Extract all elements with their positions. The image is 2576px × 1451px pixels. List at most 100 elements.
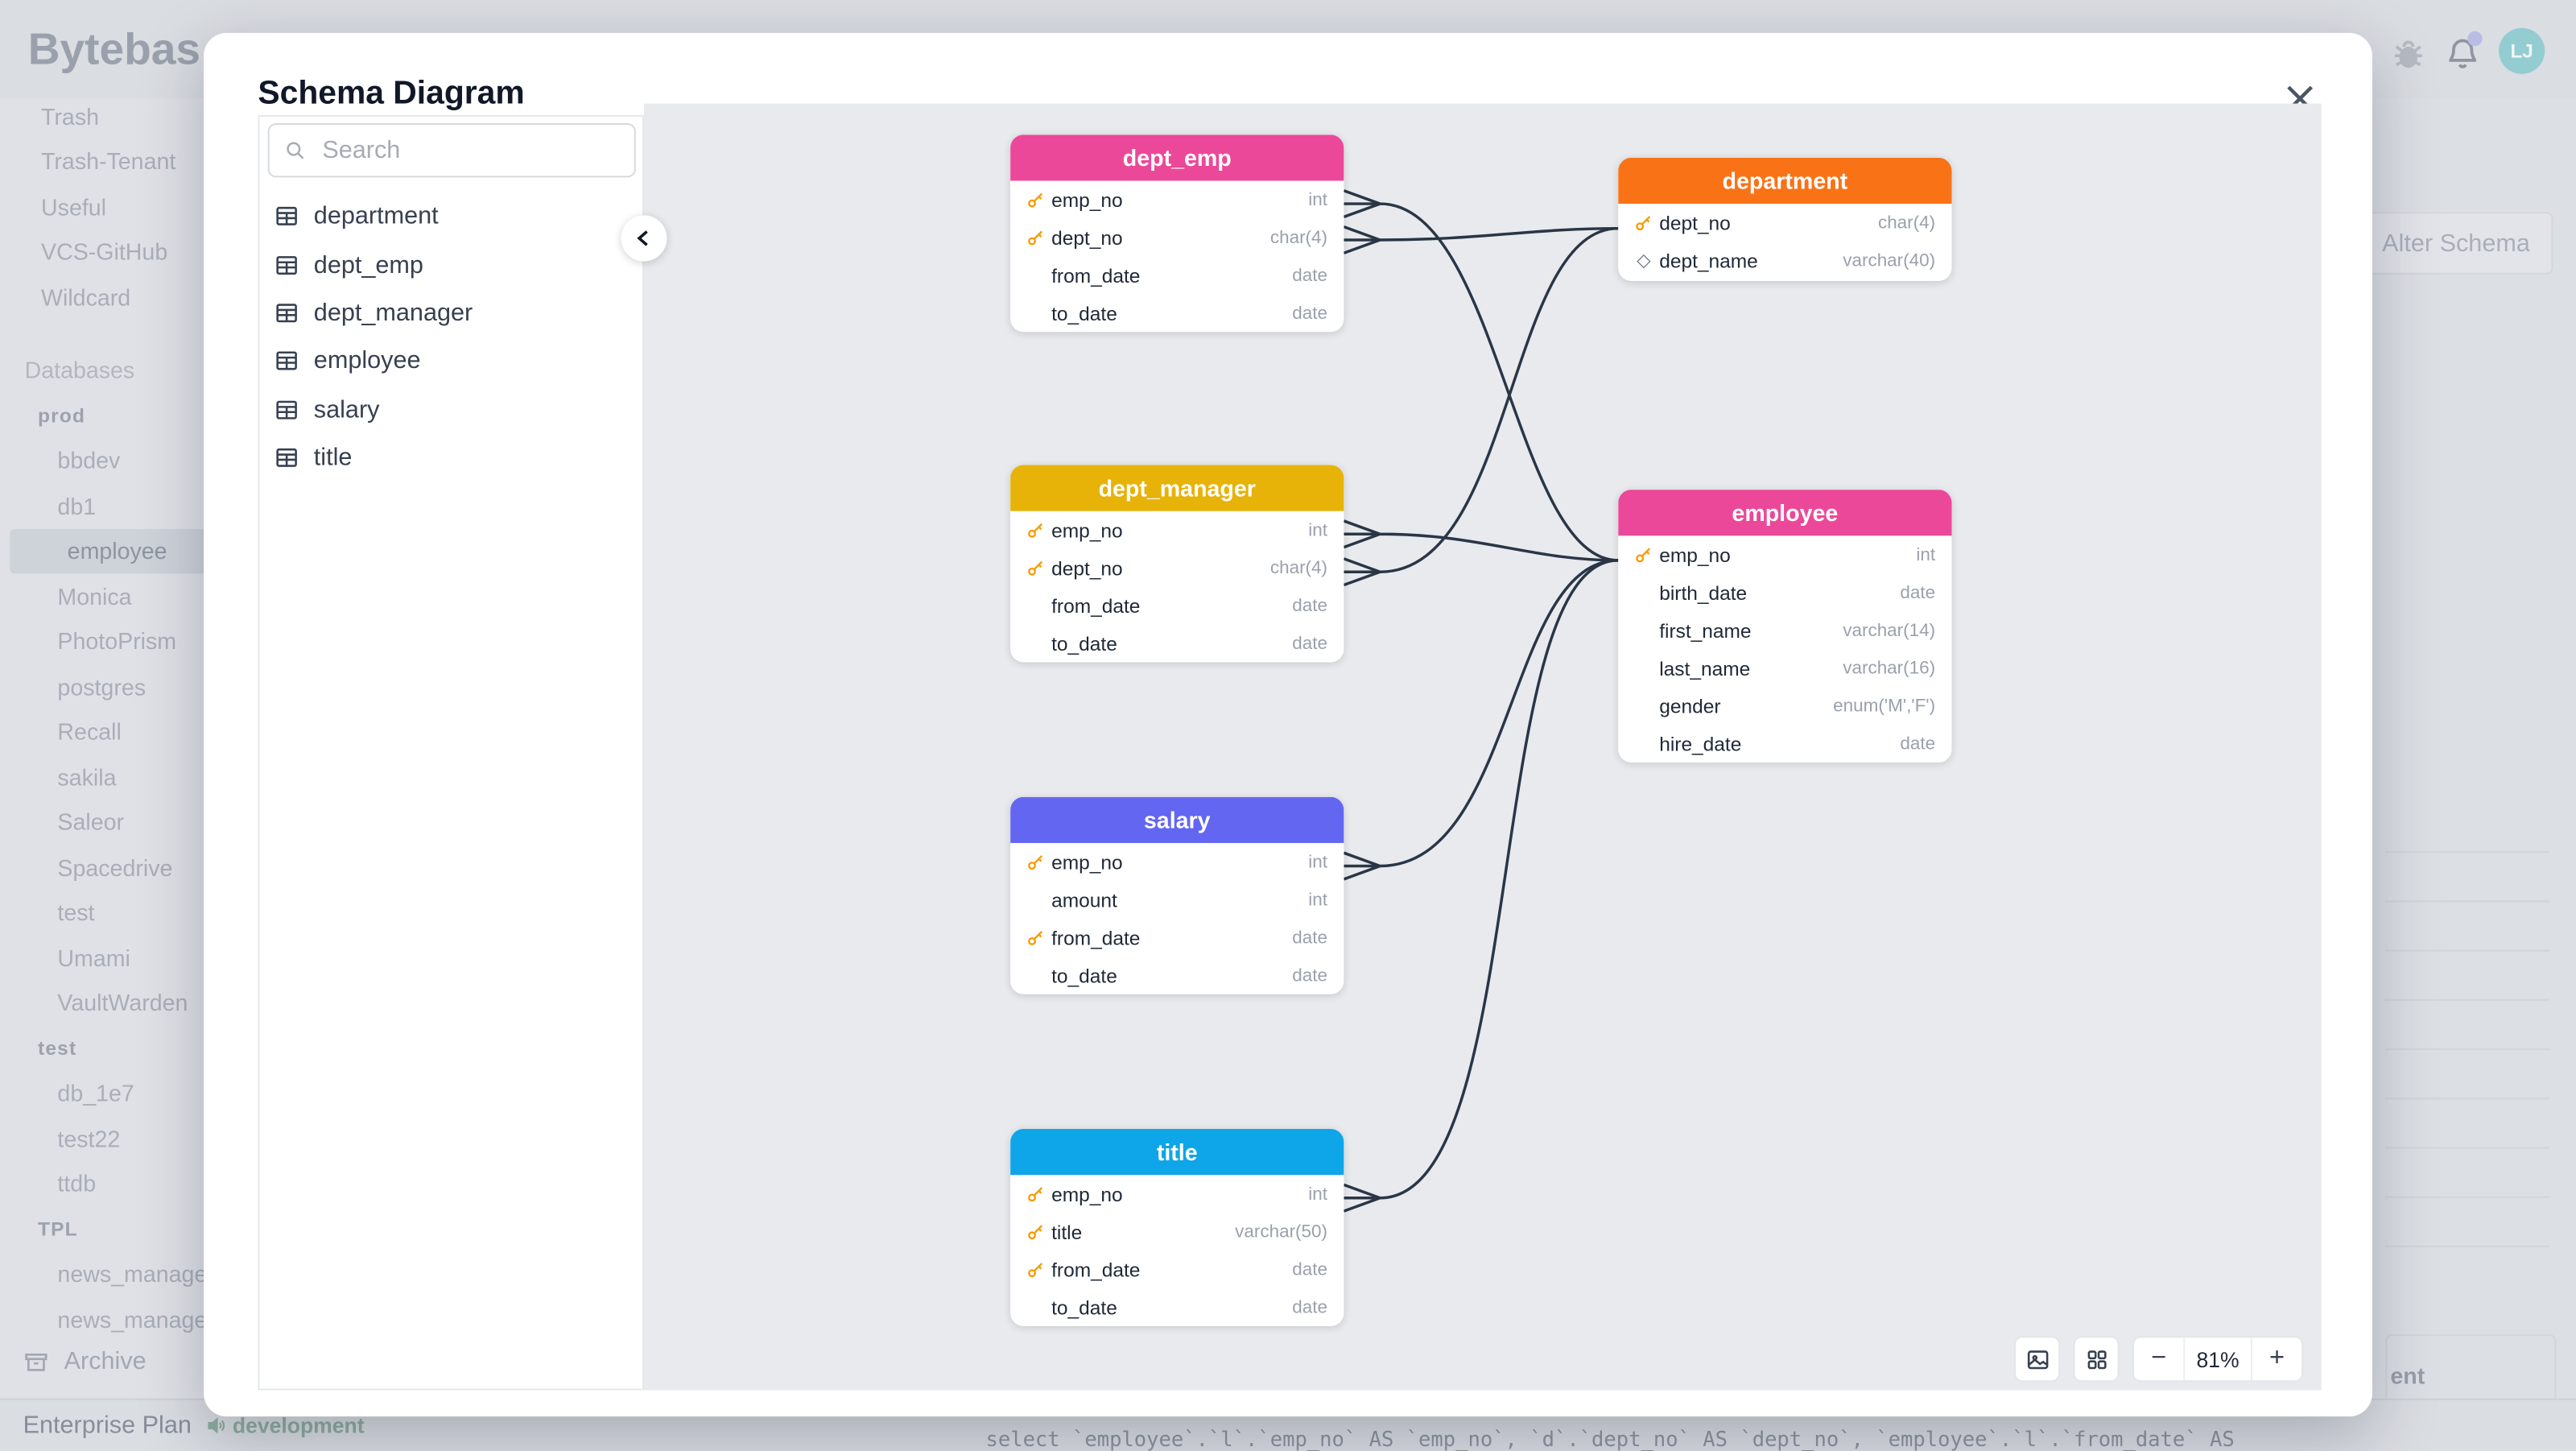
sidebar-item-useful[interactable]: Useful — [41, 193, 107, 220]
table-header: employee — [1618, 490, 1952, 536]
bell-icon[interactable] — [2445, 31, 2483, 72]
relationship-edges — [1343, 189, 1619, 1213]
table-header: title — [1010, 1129, 1344, 1176]
search-input[interactable] — [319, 134, 620, 167]
zoom-control: − 81% + — [2132, 1336, 2304, 1383]
background-table-rows — [2385, 851, 2550, 1295]
primary-key-icon — [1023, 1260, 1048, 1278]
sidebar-item-spacedrive[interactable]: Spacedrive — [57, 854, 173, 881]
sidebar-item-photoprism[interactable]: PhotoPrism — [57, 628, 177, 655]
sql-snippet: select `employee`.`l`.`emp_no` AS `emp_n… — [985, 1426, 2235, 1451]
archive-box-icon — [25, 1352, 47, 1370]
image-icon — [2026, 1350, 2048, 1369]
sidebar-item-trash[interactable]: Trash — [41, 103, 100, 130]
sidebar-item-trash-tenant[interactable]: Trash-Tenant — [41, 148, 176, 175]
sidebar-item-db1[interactable]: db1 — [57, 492, 97, 519]
primary-key-icon — [1023, 1222, 1048, 1240]
sidebar-item-db-1e7[interactable]: db_1e7 — [57, 1080, 134, 1106]
table-list: department dept_emp dept_manager employe… — [259, 192, 642, 482]
table-icon — [276, 255, 297, 275]
sidebar-item-vcs-github[interactable]: VCS-GitHub — [41, 238, 168, 266]
sidebar-item-test22[interactable]: test22 — [57, 1125, 121, 1152]
table-header: dept_manager — [1010, 465, 1344, 511]
table-list-item-title[interactable]: title — [259, 434, 642, 482]
zoom-level: 81% — [2183, 1337, 2252, 1381]
primary-key-icon — [1023, 1184, 1048, 1202]
auto-layout-button[interactable] — [2073, 1336, 2120, 1383]
table-list-item-employee[interactable]: employee — [259, 337, 642, 386]
sidebar-item-postgres[interactable]: postgres — [57, 673, 147, 700]
sidebar-item-vaultwarden[interactable]: VaultWarden — [57, 990, 188, 1016]
table-list-panel: department dept_emp dept_manager employe… — [258, 114, 644, 1391]
table-list-item-dept_emp[interactable]: dept_emp — [259, 241, 642, 289]
index-icon: ◇ — [1637, 250, 1651, 271]
sidebar-item-archive[interactable]: Archive — [23, 1347, 147, 1375]
table-list-item-salary[interactable]: salary — [259, 386, 642, 434]
bug-icon[interactable] — [2390, 36, 2426, 72]
edge-title-emp_no-employee — [1343, 559, 1619, 1213]
sidebar-item-umami[interactable]: Umami — [57, 944, 130, 971]
sidebar-item-sakila[interactable]: sakila — [57, 763, 117, 791]
search-box[interactable] — [267, 123, 636, 178]
sidebar-item-wildcard[interactable]: Wildcard — [41, 283, 131, 311]
table-icon — [276, 400, 297, 420]
table-list-item-department[interactable]: department — [259, 192, 642, 241]
sidebar-item-monica[interactable]: Monica — [57, 582, 132, 610]
sidebar-item-bbdev[interactable]: bbdev — [57, 447, 121, 474]
table-header: department — [1618, 157, 1952, 205]
sidebar-item-saleor[interactable]: Saleor — [57, 808, 125, 836]
edge-dept_emp-dept_no-department — [1343, 225, 1619, 254]
sidebar-group-prod: prod — [37, 403, 86, 428]
table-header: dept_emp — [1010, 134, 1344, 181]
table-icon — [276, 207, 297, 226]
table-icon — [276, 352, 297, 371]
background-fragment: ent — [2385, 1334, 2557, 1417]
bytebase-logo[interactable]: Bytebase — [16, 16, 200, 82]
notification-badge — [2467, 31, 2483, 47]
sidebar-item-recall[interactable]: Recall — [57, 718, 122, 745]
primary-key-icon — [1023, 191, 1048, 209]
zoom-in-button[interactable]: + — [2269, 1344, 2285, 1373]
diagram-canvas[interactable] — [643, 103, 2322, 1391]
zoom-out-button[interactable]: − — [2151, 1344, 2167, 1373]
primary-key-icon — [1023, 559, 1048, 577]
sidebar-group-tpl: TPL — [37, 1217, 78, 1241]
primary-key-icon — [1023, 928, 1048, 946]
table-list-item-dept_manager[interactable]: dept_manager — [259, 289, 642, 337]
collapse-panel-button[interactable] — [621, 215, 667, 262]
alter-schema-button[interactable]: Alter Schema — [2359, 212, 2553, 275]
modal-title: Schema Diagram — [258, 75, 525, 112]
avatar[interactable]: LJ — [2499, 27, 2545, 74]
sidebar-item-news-manage-1[interactable]: news_manage — [57, 1260, 208, 1288]
chevron-left-icon — [637, 230, 648, 246]
sidebar-item-test-db[interactable]: test — [57, 899, 95, 926]
sidebar-item-ttdb[interactable]: ttdb — [57, 1170, 97, 1197]
export-image-button[interactable] — [2014, 1336, 2061, 1383]
primary-key-icon — [1632, 214, 1657, 232]
sidebar-item-news-manage-2[interactable]: news_manage — [57, 1305, 208, 1333]
